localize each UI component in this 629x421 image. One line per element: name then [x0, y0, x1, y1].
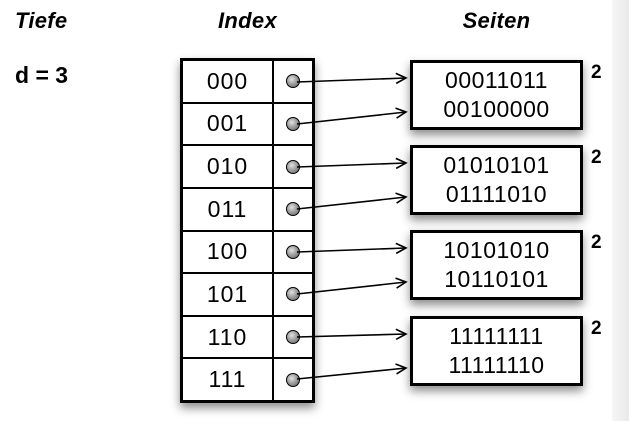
pointer-dot-icon [286, 244, 300, 259]
page-entry: 01010101 [443, 152, 550, 178]
pointer-cell [274, 189, 312, 230]
page-entry: 10110101 [444, 266, 549, 292]
index-row: 011 [183, 188, 312, 232]
depth-caption: Tiefe [15, 8, 68, 33]
index-key: 000 [183, 61, 274, 102]
depth-value: d = 3 [15, 62, 69, 88]
pointer-cell [274, 232, 312, 273]
pointer-cell [274, 274, 312, 315]
pointer-dot-icon [286, 159, 300, 174]
page-entry: 11111110 [448, 352, 545, 378]
pointer-dot-icon [286, 116, 300, 131]
index-row: 001 [183, 103, 312, 147]
local-depth-badge: 2 [591, 62, 602, 83]
pages-caption: Seiten [462, 8, 531, 33]
page-box: 00011011 00100000 [410, 60, 583, 130]
index-key: 100 [183, 231, 274, 273]
local-depth-badge: 2 [591, 232, 602, 253]
page-box: 01010101 01111010 [410, 145, 583, 215]
index-key: 110 [183, 316, 274, 358]
index-row: 100 [183, 231, 312, 275]
pointer-dot-icon [286, 74, 300, 89]
index-row: 110 [183, 316, 312, 360]
page-box: 10101010 10110101 [410, 230, 583, 300]
pointer-cell [274, 317, 312, 358]
index-row: 101 [183, 274, 312, 317]
pointer-cell [274, 61, 312, 102]
pointer-cell [274, 146, 312, 187]
pointer-dot-icon [286, 372, 300, 387]
slide-edge-band [612, 0, 629, 421]
page-entry: 01111010 [445, 181, 548, 207]
index-key: 101 [183, 274, 274, 315]
index-key: 010 [183, 146, 274, 187]
pointer-dot-icon [286, 287, 300, 302]
index-key: 011 [183, 188, 274, 230]
index-table: 000 001 010 011 100 101 110 111 [180, 58, 315, 403]
pointer-dot-icon [286, 330, 300, 345]
index-key: 111 [183, 359, 274, 400]
page-entry: 00011011 [445, 67, 548, 93]
index-row: 111 [183, 359, 312, 400]
pointer-dot-icon [286, 202, 300, 217]
local-depth-badge: 2 [591, 147, 602, 168]
page-entry: 11111111 [449, 323, 544, 349]
pointer-cell [274, 359, 312, 400]
page-entry: 00100000 [443, 96, 550, 122]
page-entry: 10101010 [443, 237, 550, 263]
index-key: 001 [183, 103, 274, 145]
index-row: 000 [183, 61, 312, 104]
local-depth-badge: 2 [591, 318, 602, 339]
index-caption: Index [218, 8, 277, 33]
index-row: 010 [183, 146, 312, 189]
page-box: 11111111 11111110 [410, 316, 583, 386]
pointer-cell [274, 104, 312, 145]
